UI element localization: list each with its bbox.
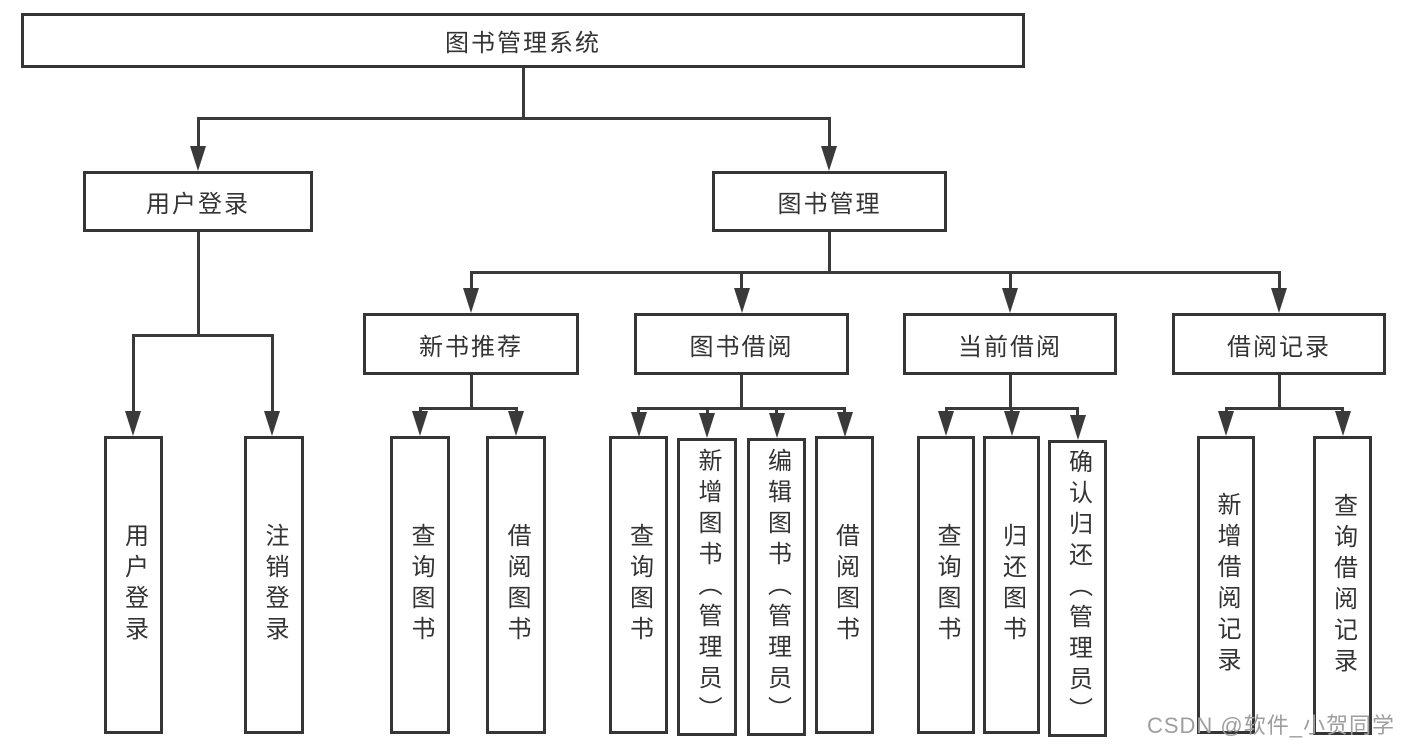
arrow-down-icon (630, 412, 647, 437)
connector-line (196, 116, 831, 120)
node-leaf-query-books-current: 查询图书 (917, 436, 975, 734)
connector-line (196, 118, 200, 148)
node-label: 图书管理 (777, 191, 882, 218)
connector-line (740, 375, 743, 410)
arrow-down-icon (836, 412, 853, 437)
connector-line (1277, 375, 1281, 410)
node-label: 图书借阅 (689, 333, 794, 361)
node-leaf-return-books: 归还图书 (983, 436, 1040, 734)
node-borrowing-records: 借阅记录 (1172, 313, 1386, 375)
node-leaf-logout: 注销登录 (244, 436, 304, 734)
node-leaf-query-borrow-record: 查询借阅记录 (1313, 436, 1372, 735)
node-book-management: 图书管理 (712, 171, 947, 232)
connector-line (1341, 408, 1344, 413)
node-label: 用户登录 (120, 523, 148, 647)
arrow-down-icon (1334, 411, 1351, 436)
connector-line (1076, 408, 1079, 416)
node-user-login: 用户登录 (83, 171, 313, 232)
node-leaf-borrow-books: 借阅图书 (815, 436, 874, 734)
connector-line (196, 232, 200, 337)
arrow-down-icon (1002, 288, 1018, 313)
node-label: 借阅图书 (831, 523, 859, 647)
node-label: 归还图书 (998, 523, 1026, 647)
arrow-down-icon (938, 411, 954, 436)
node-leaf-add-books-admin: 新增图书（管理员） (677, 438, 737, 736)
node-label: 编辑图书（管理员） (763, 447, 791, 727)
connector-line (1008, 272, 1012, 290)
connector-line (944, 408, 948, 413)
node-label: 当前借阅 (958, 333, 1062, 361)
connector-line (418, 408, 422, 413)
node-label: 查询图书 (933, 523, 960, 647)
node-label: 借阅图书 (503, 523, 530, 647)
node-leaf-query-books-recommend: 查询图书 (390, 436, 450, 734)
connector-line (827, 118, 831, 148)
connector-line (418, 406, 518, 410)
connector-line (637, 408, 640, 414)
connector-line (131, 333, 274, 337)
node-library-management-system: 图书管理系统 (21, 13, 1025, 68)
node-label: 查询图书 (407, 523, 434, 647)
node-new-book-recommendation: 新书推荐 (363, 313, 579, 375)
connector-line (637, 406, 846, 410)
node-leaf-add-borrow-record: 新增借阅记录 (1197, 436, 1255, 734)
arrow-down-icon (508, 411, 524, 436)
node-leaf-borrow-books-recommend: 借阅图书 (486, 436, 546, 734)
arrow-down-icon (1003, 411, 1020, 436)
arrow-down-icon (125, 411, 141, 436)
arrow-down-icon (733, 288, 750, 313)
node-label: 借阅记录 (1227, 333, 1331, 361)
arrow-down-icon (463, 288, 479, 313)
node-leaf-query-books-borrow: 查询图书 (609, 436, 668, 734)
connector-line (775, 408, 778, 415)
node-label: 新书推荐 (419, 333, 523, 361)
node-label: 注销登录 (261, 523, 288, 647)
node-label: 新增图书（管理员） (694, 447, 721, 727)
connector-line (469, 375, 473, 410)
arrow-down-icon (699, 413, 715, 438)
connector-line (521, 68, 525, 120)
connector-line (827, 232, 831, 274)
node-leaf-confirm-return-admin: 确认归还（管理员） (1048, 440, 1107, 737)
node-label: 确认归还（管理员） (1064, 449, 1092, 728)
connector-line (1224, 406, 1344, 410)
connector-line (1008, 375, 1012, 410)
connector-line (131, 335, 135, 413)
arrow-down-icon (1069, 415, 1086, 440)
node-label: 查询图书 (625, 523, 653, 647)
connector-line (469, 270, 1281, 274)
node-leaf-user-login: 用户登录 (104, 436, 163, 734)
arrow-down-icon (821, 146, 837, 171)
csdn-watermark: CSDN @软件_小贺同学 (1146, 713, 1395, 738)
connector-line (514, 408, 518, 413)
node-leaf-edit-books-admin: 编辑图书（管理员） (747, 438, 806, 736)
arrow-down-icon (264, 411, 280, 436)
node-label: 用户登录 (146, 191, 250, 218)
arrow-down-icon (190, 146, 206, 171)
connector-line (1277, 272, 1281, 290)
node-label: 图书管理系统 (445, 30, 601, 57)
connector-line (705, 408, 709, 415)
connector-line (1010, 408, 1013, 413)
connector-line (1224, 408, 1228, 413)
connector-line (270, 335, 274, 413)
connector-line (740, 272, 743, 290)
node-label: 新增借阅记录 (1213, 492, 1240, 678)
connector-line (843, 408, 846, 414)
node-current-borrowing: 当前借阅 (903, 313, 1117, 375)
arrow-down-icon (1271, 288, 1287, 313)
node-book-borrowing: 图书借阅 (634, 313, 849, 375)
node-label: 查询借阅记录 (1329, 492, 1357, 679)
arrow-down-icon (1218, 411, 1234, 436)
connector-line (469, 272, 473, 290)
arrow-down-icon (412, 411, 428, 436)
arrow-down-icon (768, 413, 785, 438)
